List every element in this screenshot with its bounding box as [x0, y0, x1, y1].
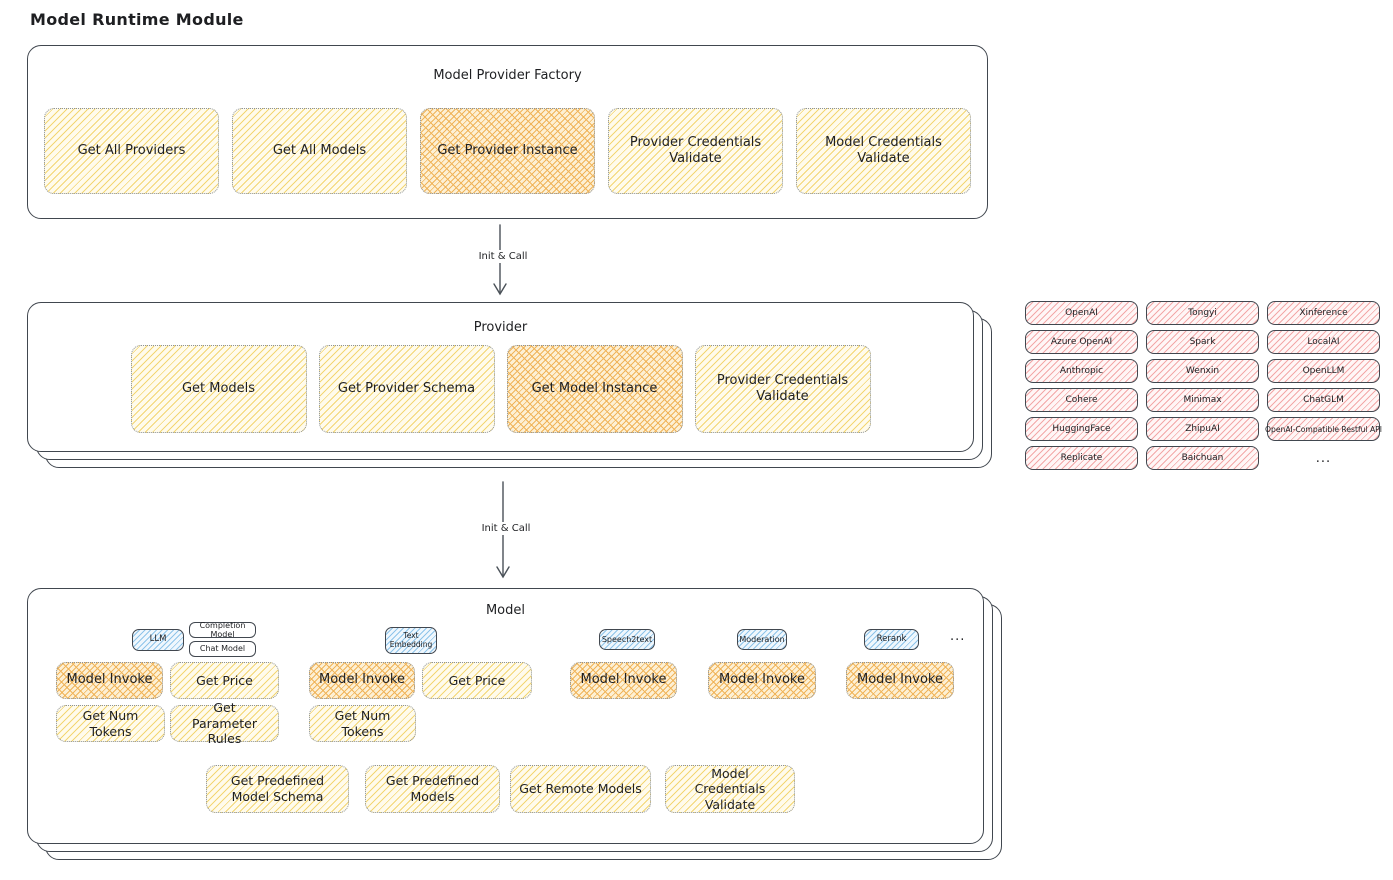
provider-title: Provider — [473, 320, 528, 335]
provider-container: Provider Get Models Get Provider Schema … — [27, 302, 974, 452]
factory-box-row: Get All Providers Get All Models Get Pro… — [44, 108, 971, 194]
provider-registry-grid: OpenAI Tongyi Xinference Azure OpenAI Sp… — [1025, 301, 1382, 470]
model-box-get-predefined-models: Get Predefined Models — [365, 765, 500, 813]
provider-box-provider-credentials-validate: Provider Credentials Validate — [694, 345, 871, 433]
model-op-llm-get-parameter-rules: Get Parameter Rules — [170, 700, 279, 746]
provider-chip-openllm: OpenLLM — [1267, 359, 1380, 383]
provider-chip-baichuan: Baichuan — [1146, 446, 1259, 470]
provider-box-get-provider-schema: Get Provider Schema — [318, 345, 495, 433]
model-types-more-label: ... — [950, 629, 966, 644]
model-op-speech2text-model-invoke: Model Invoke — [570, 662, 677, 699]
provider-chip-openai-compatible-restful-api: OpenAI-Compatible Restful API — [1265, 417, 1382, 441]
model-type-tag-rerank: Rerank — [864, 629, 919, 650]
model-op-llm-get-price: Get Price — [170, 662, 279, 699]
provider-chip-zhipuai: ZhipuAI — [1146, 417, 1259, 441]
factory-box-get-all-providers: Get All Providers — [44, 108, 219, 194]
provider-box-get-model-instance: Get Model Instance — [506, 345, 683, 433]
model-op-moderation-model-invoke: Model Invoke — [708, 662, 816, 699]
provider-chip-anthropic: Anthropic — [1025, 359, 1138, 383]
provider-section: Provider Get Models Get Provider Schema … — [27, 302, 992, 468]
model-box-get-remote-models: Get Remote Models — [510, 765, 651, 813]
model-op-llm-model-invoke: Model Invoke — [56, 662, 163, 699]
model-section: Model LLM Completion Model Chat Model Te… — [27, 588, 1002, 860]
provider-chip-tongyi: Tongyi — [1146, 301, 1259, 325]
factory-title: Model Provider Factory — [433, 68, 582, 83]
factory-box-provider-credentials-validate: Provider Credentials Validate — [608, 108, 783, 194]
model-container: Model LLM Completion Model Chat Model Te… — [27, 588, 984, 844]
model-type-tag-completion-model: Completion Model — [189, 621, 256, 639]
registry-more-label: ... — [1315, 450, 1332, 466]
model-type-tag-moderation: Moderation — [737, 629, 787, 650]
model-op-rerank-model-invoke: Model Invoke — [846, 662, 954, 699]
model-type-tag-chat-model: Chat Model — [189, 641, 256, 657]
page-title: Model Runtime Module — [30, 10, 244, 29]
model-op-text-embedding-get-num-tokens: Get Num Tokens — [309, 705, 416, 742]
provider-chip-openai: OpenAI — [1025, 301, 1138, 325]
provider-chip-minimax: Minimax — [1146, 388, 1259, 412]
init-call-label-1: Init & Call — [460, 250, 546, 263]
provider-chip-huggingface: HuggingFace — [1025, 417, 1138, 441]
model-op-llm-get-num-tokens: Get Num Tokens — [56, 705, 165, 742]
init-call-label-2: Init & Call — [463, 522, 549, 535]
factory-box-get-all-models: Get All Models — [232, 108, 407, 194]
provider-box-row: Get Models Get Provider Schema Get Model… — [28, 345, 973, 433]
model-box-model-credentials-validate: Model Credentials Validate — [665, 765, 795, 813]
provider-box-get-models: Get Models — [130, 345, 307, 433]
factory-box-get-provider-instance: Get Provider Instance — [420, 108, 595, 194]
model-title: Model — [485, 603, 526, 618]
provider-chip-chatglm: ChatGLM — [1267, 388, 1380, 412]
provider-chip-cohere: Cohere — [1025, 388, 1138, 412]
model-op-text-embedding-get-price: Get Price — [422, 662, 532, 699]
provider-chip-spark: Spark — [1146, 330, 1259, 354]
model-type-tag-llm: LLM — [132, 629, 184, 651]
model-box-get-predefined-model-schema: Get Predefined Model Schema — [206, 765, 349, 813]
model-type-tag-speech2text: Speech2text — [599, 629, 655, 650]
model-type-tag-text-embedding: Text Embedding — [385, 627, 437, 654]
provider-chip-localai: LocalAI — [1267, 330, 1380, 354]
factory-box-model-credentials-validate: Model Credentials Validate — [796, 108, 971, 194]
provider-chip-wenxin: Wenxin — [1146, 359, 1259, 383]
provider-chip-azure-openai: Azure OpenAI — [1025, 330, 1138, 354]
factory-section: Model Provider Factory Get All Providers… — [27, 45, 988, 219]
provider-chip-xinference: Xinference — [1267, 301, 1380, 325]
provider-chip-replicate: Replicate — [1025, 446, 1138, 470]
model-op-text-embedding-model-invoke: Model Invoke — [309, 662, 415, 699]
